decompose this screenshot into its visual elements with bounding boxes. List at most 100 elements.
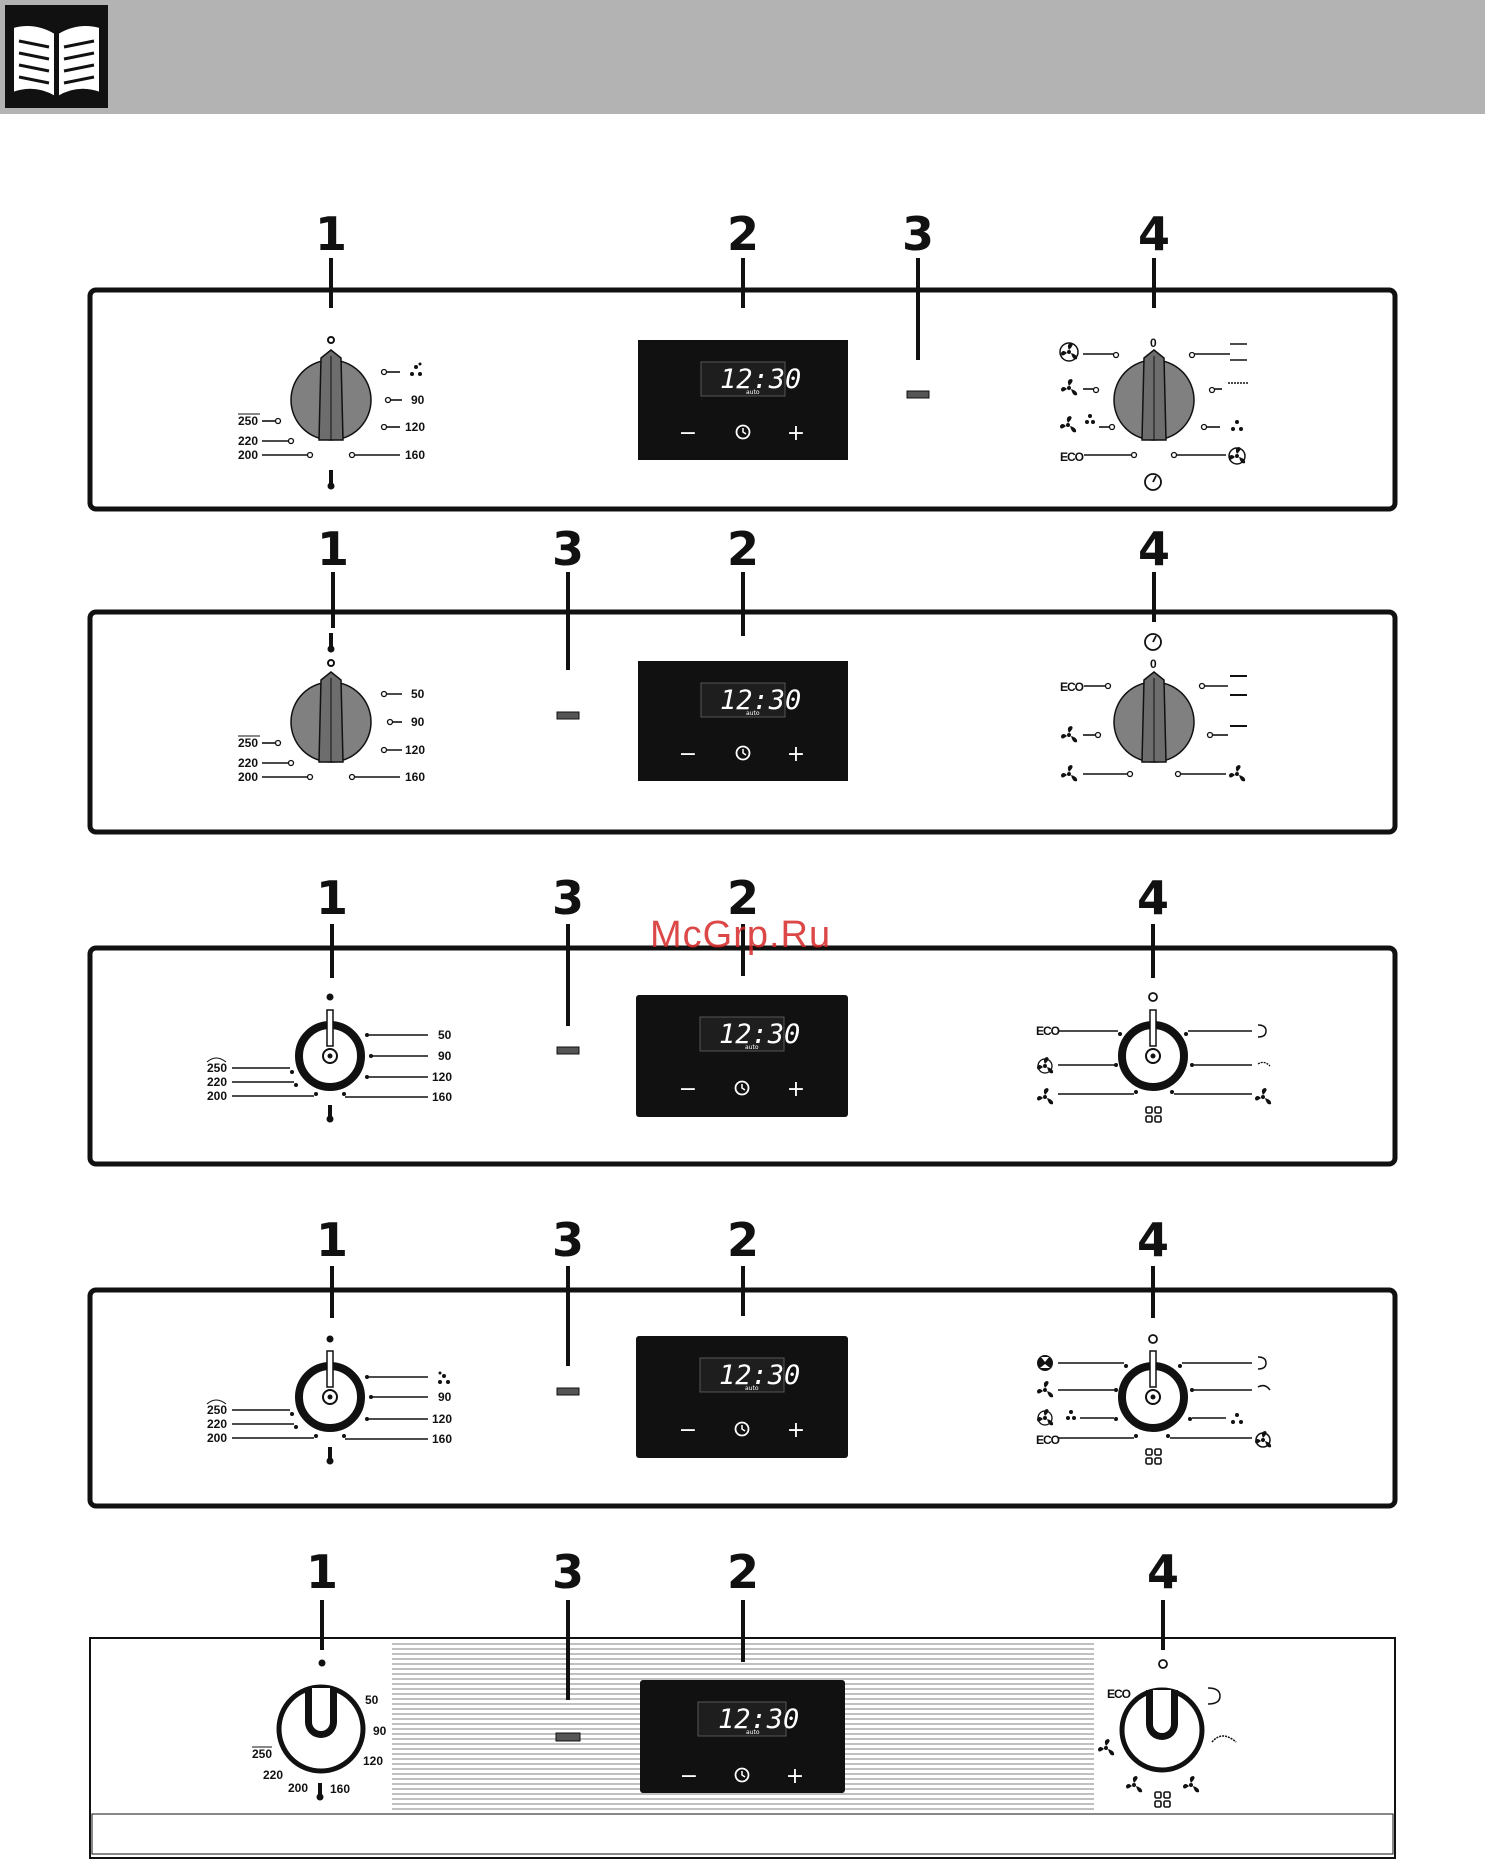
fan-icon: [1255, 1088, 1271, 1104]
program-grid-icon: [1155, 1792, 1170, 1807]
callout-2: 2: [727, 1545, 759, 1599]
defrost-icon: [410, 363, 422, 377]
function-knob[interactable]: [1122, 1351, 1184, 1428]
function-knob[interactable]: [1122, 1690, 1202, 1770]
indicator-light: [907, 391, 929, 398]
plus-button[interactable]: +: [787, 742, 805, 767]
callout-1: 1: [315, 207, 347, 261]
minus-button[interactable]: −: [679, 1418, 697, 1443]
temp-label-200: 200: [207, 1431, 227, 1445]
display-time: 12:30: [720, 364, 801, 395]
temp-label-200: 200: [238, 770, 258, 784]
fan-icon: [1037, 1381, 1053, 1397]
oven-panel-1: 1 2 3 4 90 120 160 250 220 200: [90, 207, 1395, 509]
fan-icon: [1255, 1431, 1271, 1447]
plus-button[interactable]: +: [786, 1764, 804, 1789]
fan-icon: [1037, 1355, 1053, 1371]
program-grid-icon: [1146, 1449, 1161, 1464]
temp-label-250: 250: [252, 1747, 272, 1761]
temp-label-90: 90: [373, 1724, 387, 1738]
svg-text:auto: auto: [745, 1385, 759, 1392]
eco-label: ECO: [1036, 1024, 1060, 1038]
minus-button[interactable]: −: [680, 1764, 698, 1789]
fan-icon: [1037, 1057, 1053, 1073]
temp-label-50: 50: [438, 1028, 452, 1042]
thermometer-icon: [328, 633, 335, 653]
temp-label-220: 220: [263, 1768, 283, 1782]
panel-handle-strip: [92, 1814, 1393, 1854]
svg-text:auto: auto: [746, 389, 760, 396]
temp-label-250: 250: [238, 736, 258, 750]
thermostat-knob[interactable]: [291, 350, 371, 440]
function-knob[interactable]: [1122, 1010, 1184, 1087]
callout-4: 4: [1147, 1545, 1179, 1599]
temp-label-50: 50: [365, 1693, 379, 1707]
fan-icon: [1229, 447, 1245, 464]
defrost-icon: [1066, 1410, 1076, 1420]
callout-3: 3: [552, 522, 584, 576]
off-marker: [1159, 1660, 1167, 1668]
temp-label-160: 160: [432, 1090, 452, 1104]
oven-panel-5: 1 3 2 4 50 90 120 160 250 220 200 12:30 …: [90, 1545, 1395, 1858]
timer-icon: [1145, 474, 1161, 490]
bulb-icon: [327, 1336, 334, 1343]
function-knob[interactable]: [1114, 350, 1194, 440]
callout-1: 1: [306, 1545, 338, 1599]
temp-label-120: 120: [405, 743, 425, 757]
function-knob[interactable]: [1114, 672, 1194, 762]
temp-label-200: 200: [238, 448, 258, 462]
fan-icon: [1098, 1739, 1114, 1755]
display-time: 12:30: [719, 1019, 800, 1050]
watermark: McGrp.Ru: [650, 914, 831, 957]
fan-icon: [1037, 1409, 1053, 1425]
program-grid-icon: [1146, 1107, 1161, 1122]
eco-label: ECO: [1107, 1687, 1131, 1701]
fan-icon: [1060, 416, 1076, 432]
temp-label-200: 200: [207, 1089, 227, 1103]
thermostat-knob[interactable]: [299, 1010, 361, 1087]
thermostat-knob[interactable]: [279, 1686, 363, 1771]
temp-label-50: 50: [411, 687, 425, 701]
timer-icon: [1145, 634, 1161, 650]
temp-label-200: 200: [288, 1781, 308, 1795]
temp-label-120: 120: [405, 420, 425, 434]
thermometer-icon: [327, 1105, 334, 1123]
svg-text:auto: auto: [745, 1044, 759, 1051]
fan-icon: [1183, 1776, 1199, 1792]
off-marker: [1149, 993, 1157, 1001]
defrost-icon: [1231, 420, 1243, 431]
minus-button[interactable]: −: [679, 1077, 697, 1102]
thermostat-knob[interactable]: [299, 1351, 361, 1428]
temp-label-160: 160: [405, 770, 425, 784]
clock-display: 12:30 auto − +: [636, 1336, 848, 1458]
temp-label-250: 250: [207, 1403, 227, 1417]
thermostat-knob[interactable]: [291, 672, 371, 762]
temp-label-120: 120: [432, 1070, 452, 1084]
temp-label-220: 220: [207, 1075, 227, 1089]
temp-label-90: 90: [438, 1049, 452, 1063]
plus-button[interactable]: +: [787, 421, 805, 446]
callout-4: 4: [1137, 871, 1169, 925]
display-time: 12:30: [720, 685, 801, 716]
indicator-light: [556, 1733, 580, 1741]
svg-text:auto: auto: [746, 1729, 760, 1736]
minus-button[interactable]: −: [679, 742, 697, 767]
clock-display: 12:30 auto − +: [638, 340, 848, 460]
fan-icon: [1061, 379, 1077, 395]
callout-3: 3: [552, 871, 584, 925]
off-marker: [1149, 1335, 1157, 1343]
plus-button[interactable]: +: [787, 1077, 805, 1102]
oven-panel-2: 1 3 2 4 50 90 120 160 250 220 200: [90, 522, 1395, 832]
plus-button[interactable]: +: [787, 1418, 805, 1443]
clock-display: 12:30 auto − +: [636, 995, 848, 1117]
eco-label: ECO: [1036, 1433, 1060, 1447]
temp-label-250: 250: [207, 1061, 227, 1075]
clock-display: 12:30 auto − +: [640, 1680, 845, 1793]
callout-1: 1: [317, 522, 349, 576]
indicator-light: [557, 1047, 579, 1054]
function-zero: 0: [1150, 657, 1157, 671]
callout-2: 2: [727, 522, 759, 576]
bulb-icon: [327, 994, 334, 1001]
minus-button[interactable]: −: [679, 421, 697, 446]
callout-4: 4: [1137, 1213, 1169, 1267]
